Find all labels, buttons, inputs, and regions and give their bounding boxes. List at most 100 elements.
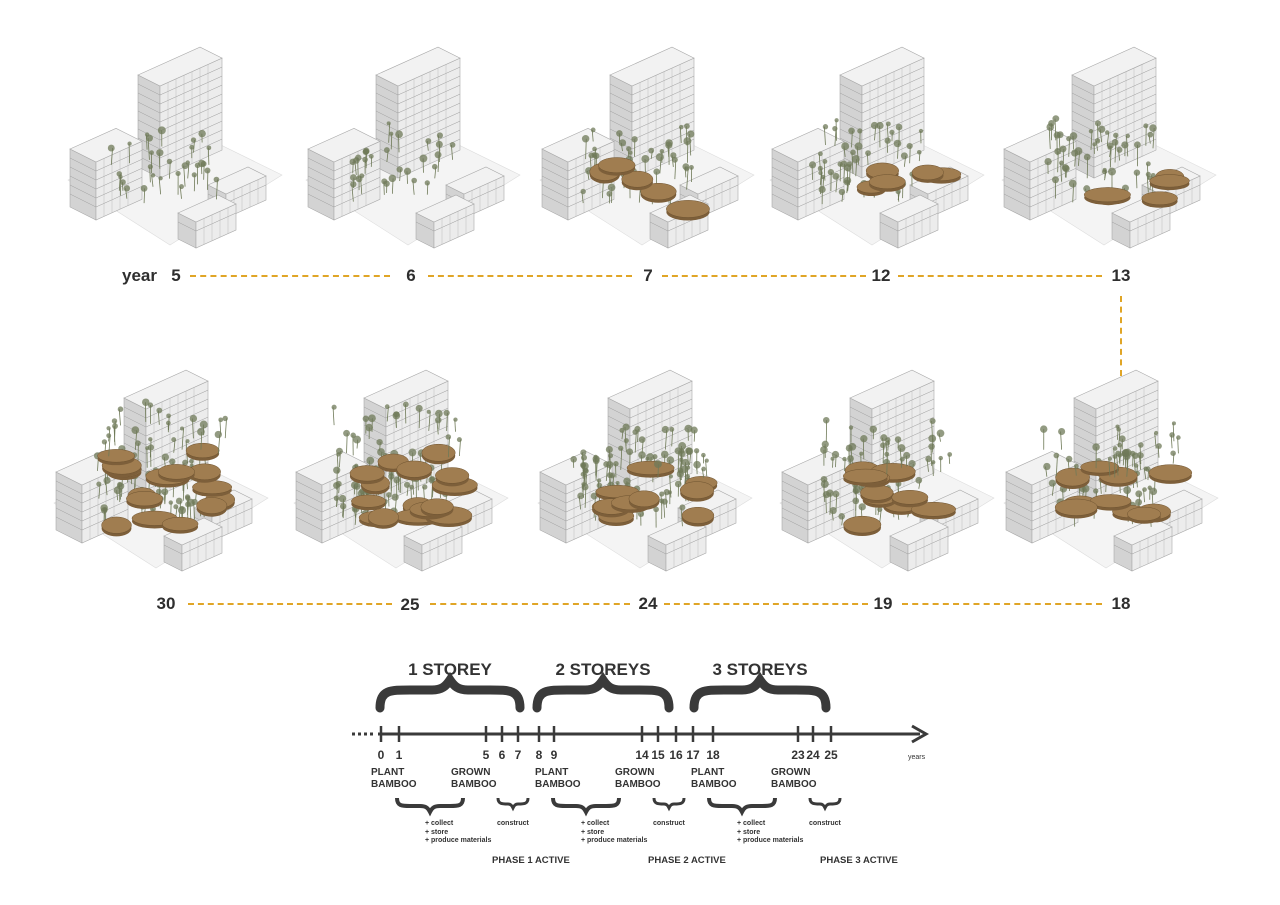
bamboo-foliage: [838, 188, 846, 196]
bamboo-stem: [354, 509, 357, 525]
bamboo-foliage: [646, 453, 655, 461]
bamboo-foliage: [362, 415, 370, 422]
bamboo-stem: [108, 435, 111, 457]
bamboo-foliage: [1134, 141, 1141, 149]
tick-label: 18: [706, 748, 720, 762]
bamboo-foliage: [818, 151, 823, 157]
bamboo-foliage: [179, 184, 184, 190]
bamboo-foliage: [1104, 130, 1110, 135]
bamboo-foliage: [577, 492, 585, 500]
bamboo-foliage: [331, 404, 337, 410]
tower-roof: [609, 46, 695, 87]
bamboo-foliage: [701, 452, 706, 458]
bamboo-platform: [420, 498, 454, 515]
bamboo-stem: [386, 406, 389, 422]
bamboo-foliage: [626, 146, 632, 152]
bamboo-foliage: [333, 481, 340, 489]
bamboo-foliage: [1111, 138, 1119, 146]
bamboo-foliage: [338, 494, 347, 503]
bamboo-foliage: [1107, 456, 1113, 461]
bamboo-foliage: [1083, 153, 1091, 161]
massing-model-year-30: [53, 369, 269, 572]
axis-unit-label: years: [908, 754, 926, 761]
bamboo-stem: [930, 446, 932, 466]
bamboo-platform: [126, 491, 163, 507]
bamboo-foliage: [618, 445, 624, 451]
bamboo-stem: [671, 429, 673, 447]
dashed-connector: [190, 275, 390, 277]
bamboo-foliage: [916, 149, 922, 155]
bamboo-foliage: [175, 497, 183, 505]
bamboo-foliage: [178, 506, 186, 515]
bamboo-foliage: [607, 183, 616, 192]
bamboo-foliage: [428, 476, 435, 484]
bamboo-foliage: [580, 449, 587, 456]
bamboo-foliage: [106, 426, 111, 431]
bamboo-stem: [595, 456, 597, 476]
bamboo-foliage: [678, 442, 687, 450]
bamboo-foliage: [830, 456, 835, 461]
bamboo-foliage: [388, 473, 395, 480]
bamboo-foliage: [117, 482, 125, 490]
bamboo-stem: [1108, 458, 1111, 477]
phase-active-label-3: PHASE 3 ACTIVE: [820, 855, 898, 866]
stage-label-year-25: 25: [400, 595, 420, 614]
front-block-roof: [1113, 517, 1173, 546]
bamboo-foliage: [701, 466, 706, 472]
phase-active-label-1: PHASE 1 ACTIVE: [492, 855, 570, 866]
bamboo-foliage: [1102, 167, 1107, 173]
phase-brace-1: [375, 671, 525, 713]
tower-roof: [1073, 369, 1159, 410]
bamboo-foliage: [848, 442, 857, 451]
bamboo-stem: [674, 159, 677, 180]
bamboo-foliage: [682, 458, 689, 466]
bamboo-foliage: [117, 406, 124, 412]
bamboo-foliage: [609, 472, 616, 479]
bamboo-foliage: [660, 450, 669, 459]
bamboo-foliage: [884, 451, 890, 457]
front-block-roof: [889, 517, 949, 546]
bamboo-stem: [1154, 432, 1157, 449]
bamboo-foliage: [687, 130, 695, 138]
bamboo-foliage: [383, 147, 390, 153]
bamboo-foliage: [1048, 479, 1056, 487]
bamboo-stem: [834, 128, 837, 147]
bamboo-foliage: [161, 453, 170, 461]
bamboo-foliage: [189, 414, 198, 423]
bamboo-foliage: [431, 163, 438, 170]
bamboo-stem: [1060, 162, 1062, 182]
bamboo-foliage: [206, 145, 212, 151]
bamboo-foliage: [667, 490, 672, 495]
bamboo-stem: [158, 178, 162, 195]
bamboo-foliage: [158, 176, 163, 181]
bamboo-platform: [161, 516, 199, 531]
bamboo-foliage: [1052, 115, 1060, 123]
bamboo-foliage: [1043, 462, 1051, 471]
bamboo-foliage: [1142, 487, 1147, 492]
bamboo-platform: [598, 157, 636, 173]
bamboo-foliage: [674, 480, 682, 488]
bamboo-foliage: [435, 409, 443, 418]
tick-label: 7: [514, 748, 522, 762]
bamboo-foliage: [96, 481, 102, 487]
left-block-roof: [1005, 450, 1079, 486]
bamboo-foliage: [197, 427, 205, 436]
bamboo-platform: [435, 467, 470, 484]
bamboo-foliage: [606, 190, 613, 197]
bamboo-stem: [146, 134, 148, 150]
bamboo-foliage: [1135, 498, 1142, 506]
bamboo-foliage: [1052, 176, 1059, 184]
bamboo-foliage: [349, 158, 356, 166]
stage-label-year-30: 30: [156, 594, 176, 613]
bamboo-foliage: [173, 504, 179, 510]
bamboo-platform: [640, 182, 677, 201]
bamboo-foliage: [166, 158, 173, 165]
bamboo-foliage: [653, 506, 659, 513]
bamboo-foliage: [102, 507, 108, 513]
bamboo-foliage: [1115, 424, 1120, 429]
bamboo-foliage: [140, 184, 148, 192]
bamboo-foliage: [1040, 425, 1048, 433]
bamboo-stem: [98, 483, 101, 499]
bamboo-foliage: [198, 129, 206, 138]
bamboo-foliage: [690, 426, 698, 434]
